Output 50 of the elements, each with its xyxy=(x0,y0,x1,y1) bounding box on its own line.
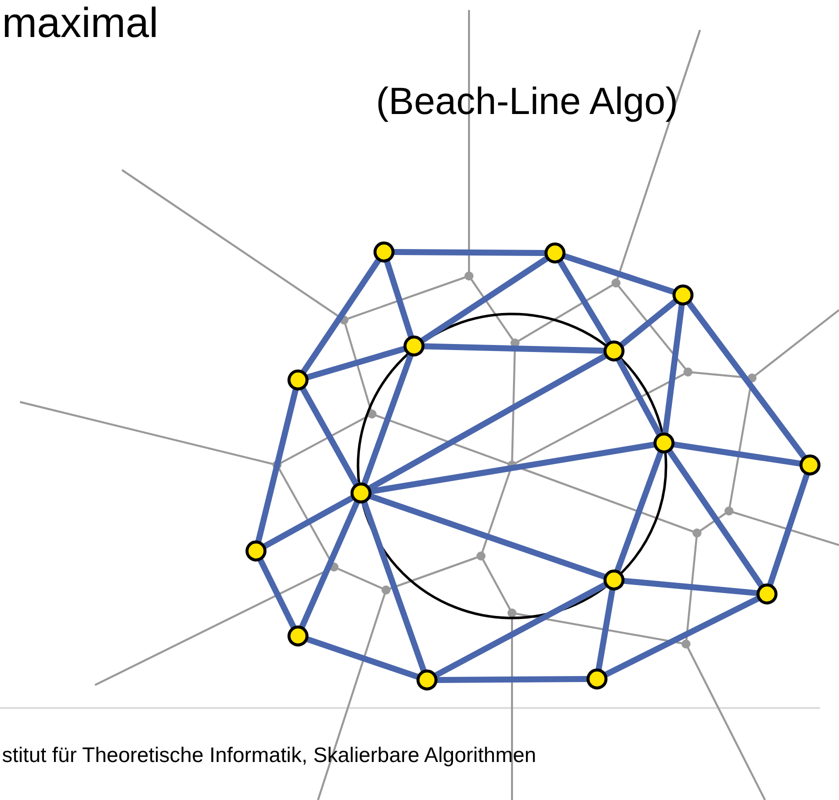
triangulation-edge xyxy=(257,558,297,630)
vertex-point xyxy=(654,432,674,454)
triangulation-edge xyxy=(300,258,382,374)
triangulation-edge xyxy=(767,472,810,586)
triangulation-edge xyxy=(361,500,427,673)
vertex-point xyxy=(350,482,372,504)
triangulation-edge xyxy=(367,352,608,492)
vertex-point xyxy=(246,540,266,562)
vertex-point xyxy=(604,570,624,590)
triangulation-edge xyxy=(420,255,550,344)
triangulation-edge xyxy=(422,343,606,354)
title-text: maximal xyxy=(2,0,158,46)
triangulation-edge xyxy=(369,442,656,494)
vertex-point xyxy=(604,340,624,362)
vertex-point xyxy=(288,626,308,646)
triangulation-edge xyxy=(614,450,664,573)
vertex-point xyxy=(756,584,778,604)
vertex-point xyxy=(288,370,308,390)
triangulation-edge xyxy=(361,353,414,486)
triangulation-edge xyxy=(300,386,360,487)
vertex-point xyxy=(586,668,608,690)
triangulation-edge xyxy=(368,493,606,580)
vertex-point xyxy=(404,336,424,356)
triangulation-edge xyxy=(662,304,685,434)
triangulation-edge xyxy=(298,500,360,629)
vertex-point xyxy=(374,242,394,262)
triangulation-edge xyxy=(672,441,802,467)
footer-text: stitut für Theoretische Informatik, Skalierbare Algorithmen xyxy=(2,744,536,768)
triangulation-edge xyxy=(557,259,612,345)
triangulation-edge xyxy=(619,298,678,348)
subtitle-text: (Beach-Line Algo) xyxy=(376,82,678,124)
triangulation-edge xyxy=(604,595,760,678)
triangulation-edge xyxy=(306,636,420,680)
triangulation-edge xyxy=(622,578,758,596)
triangulation-edge xyxy=(384,260,414,338)
vertex-point xyxy=(800,454,820,476)
vertex-point xyxy=(416,670,438,690)
triangulation-edge xyxy=(434,582,608,678)
triangulation-edge xyxy=(262,494,355,550)
vertex-point xyxy=(544,242,566,264)
triangulation-edge xyxy=(393,249,546,256)
triangulation-edge xyxy=(436,676,588,683)
triangulation-edge xyxy=(666,448,764,588)
triangulation-edge xyxy=(616,357,662,437)
triangulation-edge xyxy=(562,252,676,296)
vertex-point xyxy=(672,284,694,306)
triangulation-edge xyxy=(596,588,616,671)
triangulation-edge xyxy=(255,388,299,543)
triangulation-edge xyxy=(686,300,808,460)
triangulation-edge xyxy=(306,346,406,380)
